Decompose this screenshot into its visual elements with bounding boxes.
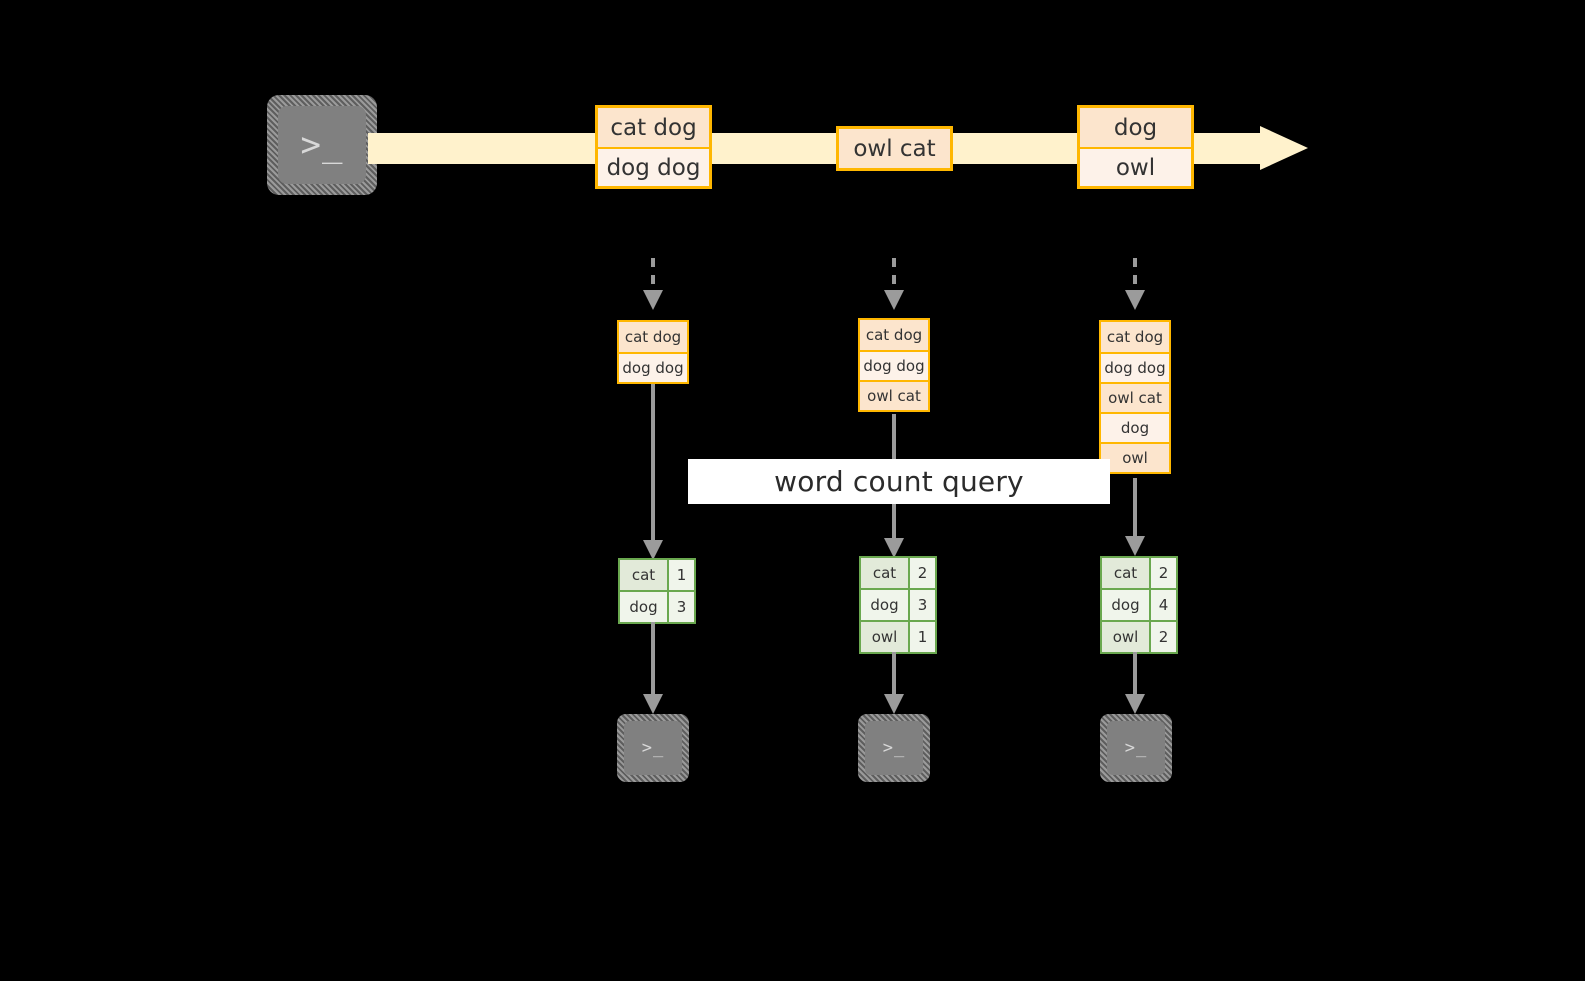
- result-count: 2: [1149, 558, 1176, 588]
- snapshot-3-result-table: cat 2 dog 4 owl 2: [1100, 556, 1178, 654]
- snapshot-3-sink-arrow: [1123, 652, 1147, 714]
- result-word: owl: [1102, 622, 1149, 652]
- arrow-shaft: [1133, 478, 1137, 536]
- snapshot-1-sink-arrow: [641, 622, 665, 714]
- record-line: dog dog: [598, 147, 709, 186]
- snapshot-1-query-arrow: [641, 384, 665, 560]
- snapshot-2-table: cat dog dog dog owl cat: [858, 318, 930, 412]
- table-row: dog dog: [860, 350, 928, 380]
- table-row: owl 1: [861, 620, 935, 652]
- result-count: 2: [908, 558, 935, 588]
- result-count: 2: [1149, 622, 1176, 652]
- result-count: 1: [908, 622, 935, 652]
- terminal-face: [1107, 721, 1165, 775]
- record-line: owl: [1080, 147, 1191, 186]
- table-row: dog dog: [1101, 352, 1169, 382]
- result-count: 4: [1149, 590, 1176, 620]
- table-row: cat 2: [1102, 558, 1176, 588]
- stream-arrow-head: [1260, 126, 1308, 170]
- result-count: 3: [908, 590, 935, 620]
- arrow-shaft: [892, 652, 896, 694]
- table-row: owl cat: [860, 380, 928, 410]
- result-count: 3: [667, 592, 694, 622]
- stream-record-batch-2: owl cat: [836, 126, 953, 171]
- table-row: dog: [1101, 412, 1169, 442]
- arrow-head: [884, 290, 904, 310]
- table-row: dog 4: [1102, 588, 1176, 620]
- result-word: dog: [620, 592, 667, 622]
- snapshot-1-result-table: cat 1 dog 3: [618, 558, 696, 624]
- result-word: cat: [1102, 558, 1149, 588]
- snapshot-3-query-arrow: [1123, 478, 1147, 556]
- result-word: cat: [861, 558, 908, 588]
- arrow-shaft: [1133, 258, 1137, 290]
- snapshot-1-sink-terminal-icon: >_: [617, 714, 689, 782]
- query-label: word count query: [774, 465, 1024, 498]
- terminal-prompt-glyph: >_: [300, 125, 344, 165]
- snapshot-1-table: cat dog dog dog: [617, 320, 689, 384]
- stream-record-batch-1: cat dog dog dog: [595, 105, 712, 189]
- arrow-head: [643, 540, 663, 560]
- query-label-band: word count query: [688, 459, 1110, 504]
- arrow-head: [1125, 290, 1145, 310]
- terminal-face: [865, 721, 923, 775]
- record-line: owl cat: [839, 129, 950, 168]
- stream-record-batch-3: dog owl: [1077, 105, 1194, 189]
- terminal-prompt-glyph: >_: [882, 738, 906, 758]
- terminal-face: [624, 721, 682, 775]
- snapshot-3-ingest-arrow: [1123, 258, 1147, 310]
- table-row: cat dog: [860, 320, 928, 350]
- arrow-shaft: [892, 258, 896, 290]
- arrow-head: [643, 694, 663, 714]
- arrow-head: [1125, 536, 1145, 556]
- source-terminal-icon: >_: [267, 95, 377, 195]
- result-word: dog: [861, 590, 908, 620]
- table-row: dog 3: [861, 588, 935, 620]
- table-row: cat dog: [619, 322, 687, 352]
- record-line: cat dog: [598, 108, 709, 147]
- table-row: cat 2: [861, 558, 935, 588]
- snapshot-3-sink-terminal-icon: >_: [1100, 714, 1172, 782]
- snapshot-2-result-table: cat 2 dog 3 owl 1: [859, 556, 937, 654]
- arrow-shaft: [1133, 652, 1137, 694]
- result-count: 1: [667, 560, 694, 590]
- snapshot-1-ingest-arrow: [641, 258, 665, 310]
- arrow-shaft: [651, 258, 655, 290]
- table-row: owl cat: [1101, 382, 1169, 412]
- terminal-prompt-glyph: >_: [1124, 738, 1148, 758]
- table-row: owl: [1101, 442, 1169, 472]
- snapshot-3-table: cat dog dog dog owl cat dog owl: [1099, 320, 1171, 474]
- terminal-face: [278, 106, 366, 184]
- arrow-head: [884, 538, 904, 558]
- table-row: cat 1: [620, 560, 694, 590]
- table-row: dog 3: [620, 590, 694, 622]
- arrow-head: [1125, 694, 1145, 714]
- snapshot-2-sink-arrow: [882, 652, 906, 714]
- snapshot-2-ingest-arrow: [882, 258, 906, 310]
- table-row: cat dog: [1101, 322, 1169, 352]
- snapshot-2-sink-terminal-icon: >_: [858, 714, 930, 782]
- arrow-head: [884, 694, 904, 714]
- result-word: cat: [620, 560, 667, 590]
- result-word: dog: [1102, 590, 1149, 620]
- result-word: owl: [861, 622, 908, 652]
- record-line: dog: [1080, 108, 1191, 147]
- table-row: dog dog: [619, 352, 687, 382]
- arrow-shaft: [651, 384, 655, 540]
- arrow-head: [643, 290, 663, 310]
- table-row: owl 2: [1102, 620, 1176, 652]
- arrow-shaft: [651, 622, 655, 694]
- terminal-prompt-glyph: >_: [641, 738, 665, 758]
